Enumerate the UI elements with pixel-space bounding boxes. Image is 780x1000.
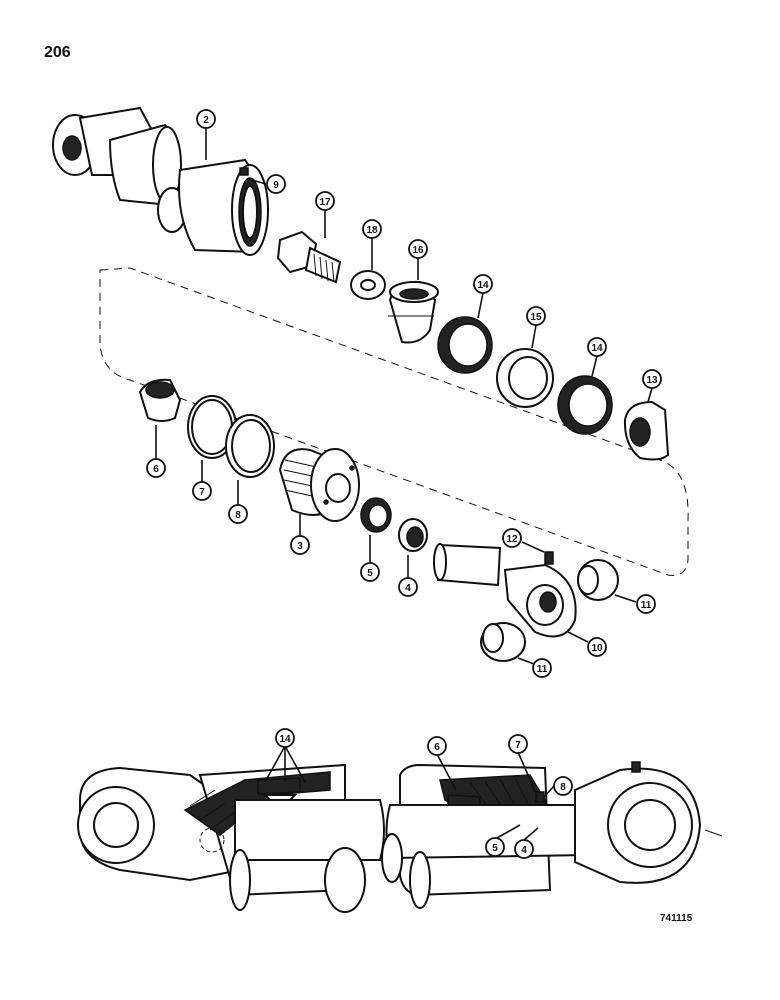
svg-text:4: 4 [405, 583, 411, 594]
screw-part [239, 167, 267, 185]
svg-text:15: 15 [530, 312, 542, 323]
callout-2: 2 [196, 109, 216, 129]
gland-part [278, 448, 360, 522]
o-ring-part [187, 395, 237, 459]
svg-text:13: 13 [646, 375, 658, 386]
section-callout-6: 6 [427, 736, 447, 756]
svg-text:10: 10 [591, 643, 603, 654]
svg-text:14: 14 [477, 280, 489, 291]
callout-12: 12 [502, 528, 522, 548]
svg-text:14: 14 [591, 343, 603, 354]
callout-17: 17 [315, 191, 335, 211]
svg-text:16: 16 [412, 245, 424, 256]
section-leader-lines [264, 745, 555, 841]
svg-text:6: 6 [153, 464, 159, 475]
piston-seal-part-2 [557, 375, 613, 435]
section-callout-4: 4 [514, 839, 534, 859]
wiper-part [398, 518, 428, 552]
assembled-section-view [77, 761, 723, 913]
callout-18: 18 [362, 219, 382, 239]
svg-text:12: 12 [506, 534, 518, 545]
leader-lines [155, 128, 653, 665]
svg-text:17: 17 [319, 197, 331, 208]
page-number: 206 [44, 44, 71, 61]
svg-text:3: 3 [297, 541, 303, 552]
callout-10: 10 [587, 637, 607, 657]
callout-14-second: 14 [587, 337, 607, 357]
drawing-code: 741115 [660, 913, 693, 924]
section-callout-14: 14 [275, 728, 295, 748]
callout-15: 15 [526, 306, 546, 326]
section-callout-5: 5 [485, 837, 505, 857]
grease-fitting-part [544, 551, 554, 565]
callout-3: 3 [290, 535, 310, 555]
backup-ring-part [225, 414, 275, 478]
svg-text:14: 14 [279, 734, 291, 745]
callout-7: 7 [192, 481, 212, 501]
wear-ring-part [496, 348, 554, 408]
svg-text:8: 8 [560, 782, 566, 793]
callout-13: 13 [642, 369, 662, 389]
section-callout-7: 7 [508, 734, 528, 754]
bushing-part [138, 378, 182, 422]
svg-text:7: 7 [199, 487, 205, 498]
svg-text:2: 2 [203, 115, 209, 126]
svg-text:6: 6 [434, 742, 440, 753]
callout-11: 11 [636, 594, 656, 614]
callout-8: 8 [228, 504, 248, 524]
svg-text:8: 8 [235, 510, 241, 521]
callout-11-second: 11 [532, 658, 552, 678]
svg-text:7: 7 [515, 740, 521, 751]
callout-14: 14 [473, 274, 493, 294]
piston-part [388, 280, 439, 344]
section-callout-8: 8 [553, 776, 573, 796]
rod-eye-part [433, 543, 577, 638]
callout-4: 4 [398, 577, 418, 597]
svg-text:4: 4 [521, 845, 527, 856]
callout-6: 6 [146, 458, 166, 478]
washer-part [350, 270, 386, 300]
svg-text:5: 5 [492, 843, 498, 854]
cylinder-tube-part [52, 106, 269, 256]
callout-16: 16 [408, 239, 428, 259]
svg-text:18: 18 [366, 225, 378, 236]
svg-text:5: 5 [367, 568, 373, 579]
dashed-group-outline [99, 267, 689, 576]
svg-text:11: 11 [641, 600, 652, 611]
eye-bushing-part-2 [480, 622, 526, 662]
rod-seal-part [360, 497, 392, 533]
piston-seal-part [437, 316, 493, 374]
callout-9: 9 [266, 174, 286, 194]
backup-cone-part [623, 400, 670, 461]
svg-text:9: 9 [273, 180, 279, 191]
callout-5: 5 [360, 562, 380, 582]
eye-bushing-part [577, 559, 619, 601]
svg-text:11: 11 [537, 664, 548, 675]
bolt-part [276, 230, 342, 284]
